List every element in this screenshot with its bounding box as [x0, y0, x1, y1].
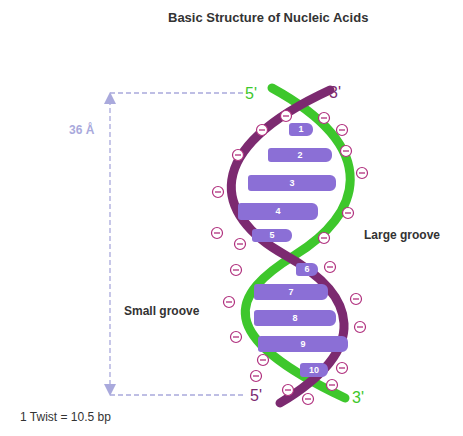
minus-sign — [305, 398, 311, 399]
groove-label: Large groove — [364, 229, 440, 242]
groove-label: Small groove — [124, 305, 199, 318]
purple-strand — [231, 90, 344, 403]
base-pair-bar: 2 — [268, 148, 332, 162]
charge-circle — [337, 363, 348, 374]
strand-end-label: 3' — [329, 84, 341, 102]
title: Basic Structure of Nucleic Acids — [168, 11, 368, 25]
callout-number: 4 — [275, 207, 280, 216]
charge-circle — [281, 111, 292, 122]
minus-sign — [253, 375, 259, 376]
base-pair-bar: 3 — [248, 175, 336, 191]
charge-circle — [325, 262, 336, 273]
dimension-arrowhead — [104, 384, 116, 396]
strand-end-label: 3' — [352, 389, 364, 407]
callout-number: 10 — [309, 366, 319, 375]
base-pair-bar: 9 — [258, 336, 348, 352]
callout-number: 2 — [297, 151, 302, 160]
minus-sign — [321, 237, 327, 238]
base-pair-bar: 10 — [300, 363, 328, 377]
minus-sign — [259, 129, 265, 130]
base-pair-bar: 7 — [254, 284, 328, 300]
charge-circle — [231, 332, 242, 343]
callout-number: 8 — [292, 314, 297, 323]
charge-circle — [212, 228, 223, 239]
charge-circle — [251, 371, 262, 382]
base-pair-bar: 1 — [289, 123, 313, 136]
callout-number: 9 — [300, 340, 305, 349]
minus-sign — [283, 115, 289, 116]
charge-circle — [235, 239, 246, 250]
charge-circle — [343, 208, 354, 219]
charge-circle — [233, 150, 244, 161]
base-pair-bar: 6 — [296, 263, 318, 276]
minus-sign — [235, 154, 241, 155]
charge-circle — [341, 146, 352, 157]
charge-circle — [319, 113, 330, 124]
minus-sign — [215, 191, 221, 192]
minus-sign — [357, 326, 363, 327]
charge-circle — [258, 355, 269, 366]
callout-number: 5 — [269, 231, 274, 240]
base-pair-bar: 4 — [238, 203, 318, 220]
strand-end-label: 5' — [250, 387, 262, 405]
callout-number: 1 — [298, 125, 303, 134]
minus-sign — [339, 129, 345, 130]
minus-sign — [321, 117, 327, 118]
callout-number: 7 — [288, 288, 293, 297]
charge-circle — [337, 125, 348, 136]
minus-sign — [343, 150, 349, 151]
minus-sign — [285, 389, 291, 390]
charge-circle — [355, 322, 366, 333]
dimension-label: 36 Å — [68, 124, 95, 137]
charge-circle — [303, 394, 314, 405]
charge-circle — [213, 187, 224, 198]
charge-circle — [283, 385, 294, 396]
strand-end-label: 5' — [245, 85, 257, 103]
minus-sign — [233, 336, 239, 337]
callout-number: 3 — [289, 179, 294, 188]
minus-sign — [345, 212, 351, 213]
minus-sign — [226, 301, 232, 302]
charge-circle — [327, 380, 338, 391]
phosphate-charges — [212, 111, 368, 405]
minus-sign — [329, 384, 335, 385]
charge-circle — [257, 125, 268, 136]
dimension-arrowhead — [104, 92, 116, 104]
minus-sign — [237, 243, 243, 244]
minus-sign — [359, 172, 365, 173]
minus-sign — [353, 298, 359, 299]
charge-circle — [351, 294, 362, 305]
minus-sign — [233, 269, 239, 270]
minus-sign — [214, 232, 220, 233]
base-pair-bar: 5 — [252, 229, 292, 242]
charge-circle — [357, 168, 368, 179]
charge-circle — [231, 265, 242, 276]
dimension-lines — [110, 93, 244, 395]
charge-circle — [224, 297, 235, 308]
callout-number: 6 — [304, 265, 309, 274]
minus-sign — [339, 367, 345, 368]
minus-sign — [260, 359, 266, 360]
note: 1 Twist = 10.5 bp — [20, 411, 111, 424]
minus-sign — [327, 266, 333, 267]
charge-circle — [319, 233, 330, 244]
base-pair-bar: 8 — [254, 310, 336, 326]
